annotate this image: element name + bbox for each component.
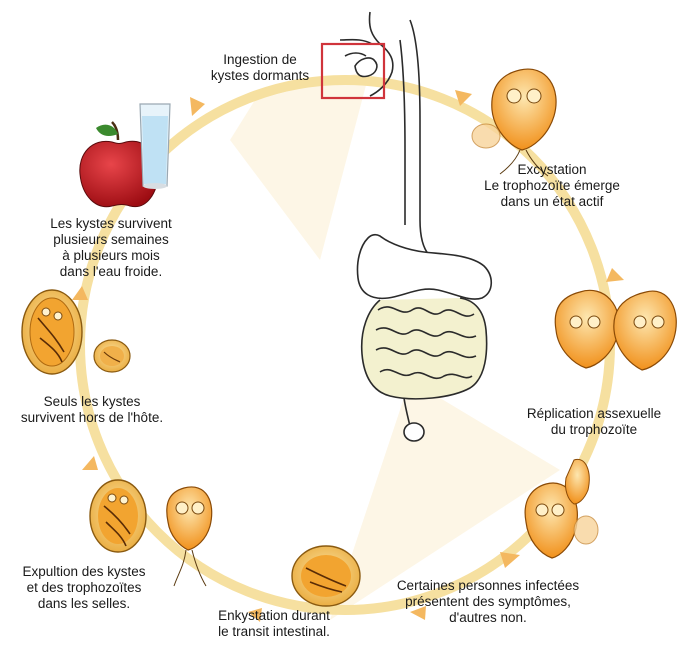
- label-line: présentent des symptômes,: [378, 594, 598, 610]
- cyst-encystation: [292, 546, 360, 606]
- cyst-small-left: [94, 340, 130, 372]
- label-line: d'autres non.: [378, 610, 598, 626]
- cyst-large-left: [22, 290, 82, 374]
- trophozoite-replication: [555, 290, 676, 370]
- label-line: Enkystation durant: [196, 608, 352, 624]
- label-encystation: Enkystation durant le transit intestinal…: [196, 608, 352, 640]
- label-excystation: Excystation Le trophozoïte émerge dans u…: [464, 162, 640, 210]
- cyst-expulsion: [90, 480, 146, 552]
- label-replication: Réplication assexuelle du trophozoïte: [510, 406, 678, 438]
- label-outside-host: Seuls les kystes survivent hors de l'hôt…: [4, 394, 180, 426]
- label-line: Certaines personnes infectées: [378, 578, 598, 594]
- label-line: Seuls les kystes: [4, 394, 180, 410]
- arrow-1: [190, 97, 205, 116]
- arrow-3: [606, 268, 624, 282]
- label-line: dans l'eau froide.: [38, 264, 184, 280]
- label-line: dans les selles.: [4, 596, 164, 612]
- label-expulsion: Expultion des kystes et des trophozoïtes…: [4, 564, 164, 612]
- label-line: survivent hors de l'hôte.: [4, 410, 180, 426]
- label-line: et des trophozoïtes: [4, 580, 164, 596]
- label-symptoms: Certaines personnes infectées présentent…: [378, 578, 598, 626]
- label-line: Expultion des kystes: [4, 564, 164, 580]
- label-line: plusieurs semaines: [38, 232, 184, 248]
- arrow-4: [500, 552, 520, 568]
- label-line: Ingestion de: [204, 52, 316, 68]
- label-ingestion: Ingestion de kystes dormants: [204, 52, 316, 84]
- label-line: kystes dormants: [204, 68, 316, 84]
- label-line: à plusieurs mois: [38, 248, 184, 264]
- label-line: le transit intestinal.: [196, 624, 352, 640]
- arrow-7: [82, 456, 98, 470]
- water-glass-icon: [140, 104, 170, 189]
- label-line: Les kystes survivent: [38, 216, 184, 232]
- label-line: dans un état actif: [464, 194, 640, 210]
- label-line: Excystation: [464, 162, 640, 178]
- label-line: Réplication assexuelle: [510, 406, 678, 422]
- label-cold-water: Les kystes survivent plusieurs semaines …: [38, 216, 184, 280]
- label-line: Le trophozoïte émerge: [464, 178, 640, 194]
- label-line: du trophozoïte: [510, 422, 678, 438]
